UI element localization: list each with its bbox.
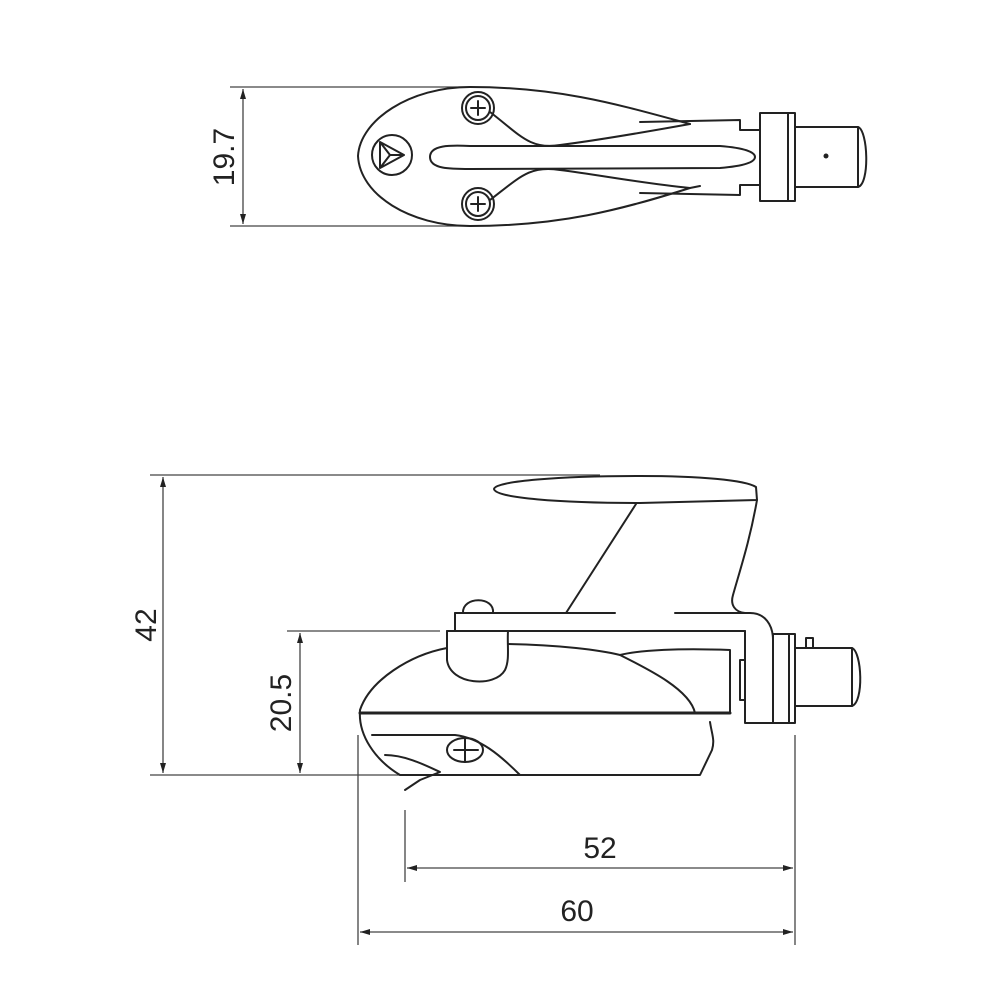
stylus-cantilever <box>384 754 441 791</box>
cartridge-body-outline <box>357 86 701 227</box>
dimension-height-label: 42 <box>130 608 163 641</box>
connector <box>794 126 859 188</box>
stylus-guard <box>371 734 521 776</box>
connector <box>794 647 853 707</box>
side-view: 42 20.5 52 60 <box>130 474 862 945</box>
connector-tab <box>805 637 814 649</box>
dimension-length-label: 60 <box>560 895 593 928</box>
dimension-stylus-label: 52 <box>583 832 616 865</box>
logo-triangle-icon <box>371 134 413 176</box>
flange <box>759 112 796 202</box>
headshell-neck <box>565 503 637 614</box>
dimension-body-height-label: 20.5 <box>265 674 298 732</box>
finger-lift <box>493 475 758 504</box>
mount-nut <box>739 659 746 701</box>
dimension-width-label: 19.7 <box>208 128 241 186</box>
mount-post <box>446 630 509 683</box>
mount-screw-head <box>461 599 495 614</box>
cartridge-body <box>358 647 715 776</box>
flange <box>772 633 796 724</box>
screw-icon <box>461 91 495 125</box>
body-contour <box>489 167 691 201</box>
top-view: 19.7 <box>208 86 868 227</box>
headshell-bracket <box>731 499 774 724</box>
center-slot <box>429 144 756 170</box>
body-contour <box>489 111 691 147</box>
screw-icon <box>461 187 495 221</box>
pin-dot <box>823 153 829 159</box>
